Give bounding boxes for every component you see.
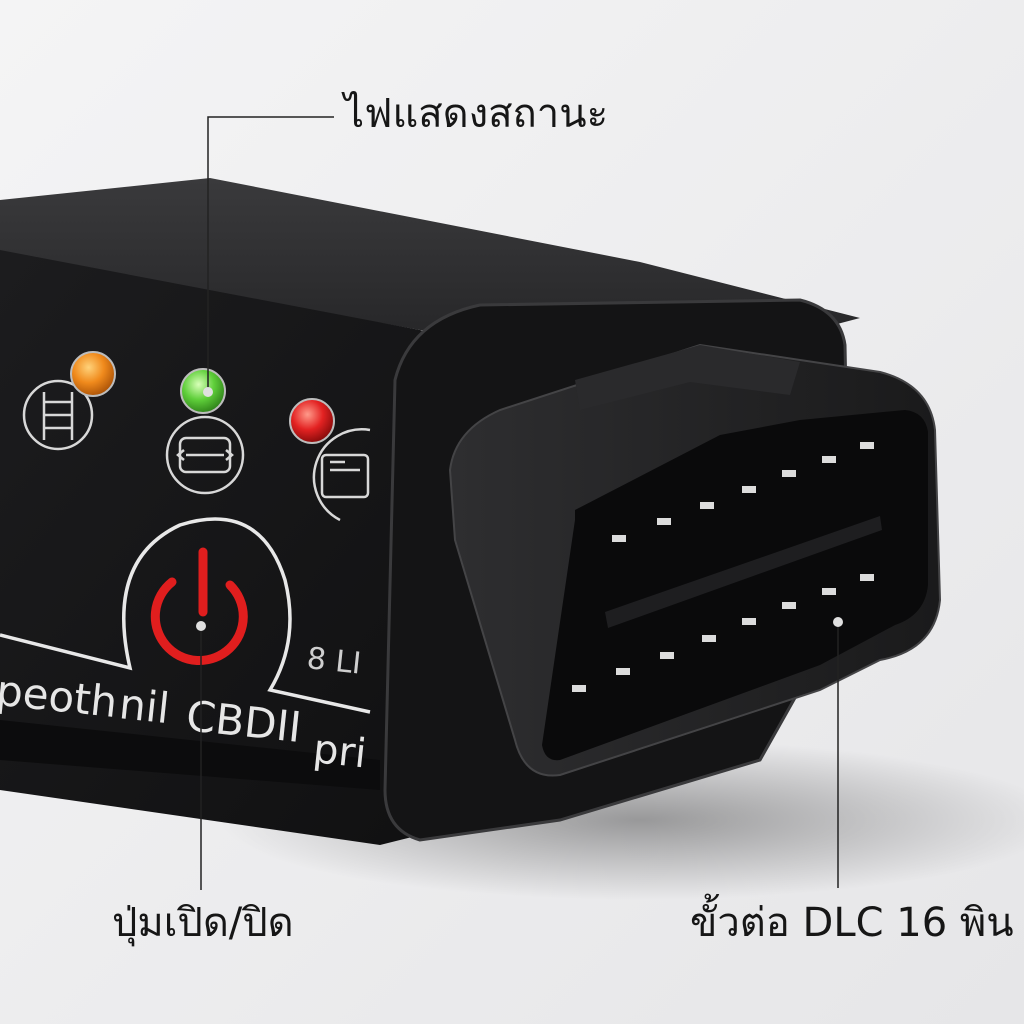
battery-icon [312,428,371,522]
status-led-orange [70,351,116,397]
power-button-outline[interactable] [0,517,371,714]
callout-dot-dlc [833,617,843,627]
pin [742,618,756,625]
callout-dot-power [196,621,206,631]
dlc-plug-key [575,345,800,410]
device-print-4: pri [311,726,368,777]
status-led-green [180,368,226,414]
pin [702,635,716,642]
pin [782,602,796,609]
callout-leader-status [207,116,334,392]
pin [572,685,586,692]
pin [860,574,874,581]
pin [660,652,674,659]
callout-label-dlc-connector: ขั้วต่อ DLC 16 พิน [690,900,1014,946]
engine-icon [22,379,94,451]
dlc-plug-cavity [542,410,928,761]
device-print-1: peoth [0,666,120,727]
status-led-red [289,398,335,444]
callout-label-status-light: ไฟแสดงสถานะ [344,91,609,137]
pin [616,668,630,675]
pin [860,442,874,449]
device-front-face [0,250,470,845]
device-bottom-edge [0,720,380,790]
pin [782,470,796,477]
pin [822,588,836,595]
callout-label-power-button: ปุ่มเปิด/ปิด [112,900,294,946]
pin [742,486,756,493]
pin [700,502,714,509]
device-print-2: nil [117,679,172,733]
device-side-mark: 8 LI [305,641,363,681]
dlc-divider [605,516,882,628]
pin [612,535,626,542]
dlc-pins-top-row [612,442,874,542]
device-print-3: CBDII [184,691,304,752]
bluetooth-link-icon [165,415,245,495]
pin [657,518,671,525]
callout-dot-status [203,387,213,397]
pin [822,456,836,463]
dlc-pins-bottom-row [572,574,874,692]
power-icon[interactable] [150,547,248,666]
